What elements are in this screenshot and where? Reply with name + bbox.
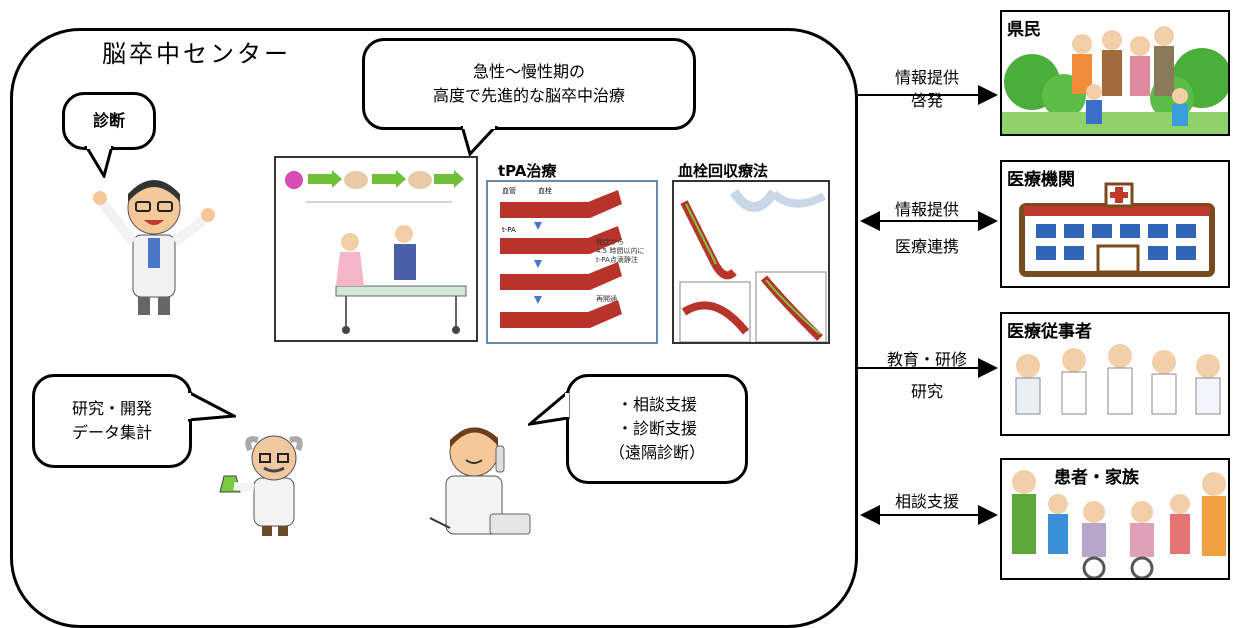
target-staff-box: 医療従事者: [1000, 312, 1230, 436]
treatment-text-line2: 高度で先進的な脳卒中治療: [432, 86, 625, 105]
diagnosis-bubble-tail: [84, 146, 114, 178]
target-institutions-title: 医療機関: [1007, 170, 1075, 190]
tpa-panel-label: tPA治療: [498, 162, 557, 180]
tpa-clot-label: 血栓: [538, 187, 552, 195]
diagnosis-bubble: 診断: [62, 92, 156, 150]
center-title: 脳卒中センター: [102, 40, 291, 68]
tpa-panel: 血管 血栓 t-PA 発症から 4.5 時間以内に t-PA点滴静注 再開通: [486, 180, 658, 344]
relation-public-line2: 啓発: [910, 91, 943, 111]
research-text-line2: データ集計: [71, 423, 152, 442]
target-staff-title: 医療従事者: [1007, 322, 1092, 342]
relation-arrows: [858, 85, 998, 525]
treatment-bubble-tail: [460, 126, 499, 156]
diagnosis-text: 診断: [92, 111, 125, 130]
patients-family-illustration: [1012, 470, 1226, 578]
citizens-illustration: [1002, 26, 1228, 134]
tpa-drug-label: t-PA: [502, 226, 516, 234]
thrombectomy-panel: [672, 180, 830, 344]
research-text-line1: 研究・開発: [71, 399, 152, 418]
relation-staff-line2: 研究: [910, 382, 943, 401]
emergency-panel: [274, 156, 478, 342]
target-patients-title: 患者・家族: [1054, 468, 1139, 488]
hospital-illustration: [1019, 182, 1215, 277]
support-bubble: ・相談支援 ・診断支援 （遠隔診断）: [566, 374, 748, 484]
relation-public-line1: 情報提供: [894, 68, 959, 87]
medical-staff-illustration: [1015, 344, 1221, 415]
tpa-note-line1: 発症から: [596, 238, 624, 246]
treatment-text-line1: 急性～慢性期の: [472, 62, 585, 81]
support-text-line1: ・相談支援: [616, 395, 697, 414]
treatment-bubble: 急性～慢性期の 高度で先進的な脳卒中治療: [362, 38, 696, 130]
target-public-title: 県民: [1007, 20, 1041, 40]
tpa-reopen-label: 再開通: [596, 295, 617, 303]
relation-label-staff: 教育・研修 研究: [862, 344, 992, 408]
support-text-line2: ・診断支援: [616, 419, 697, 438]
target-public-box: 県民: [1000, 10, 1230, 136]
relation-institutions-line1: 情報提供: [894, 200, 959, 219]
thrombectomy-panel-label: 血栓回収療法: [678, 162, 769, 180]
relation-institutions-line2: 医療連携: [894, 236, 959, 256]
tpa-vessels: [500, 190, 622, 328]
relation-label-public: 情報提供 啓発: [862, 66, 992, 112]
relation-staff-line1: 教育・研修: [886, 350, 967, 369]
tpa-note: 発症から 4.5 時間以内に t-PA点滴静注: [596, 238, 644, 265]
doctor-illustration: [93, 180, 215, 315]
target-institutions-box: 医療機関: [1000, 160, 1230, 288]
phone-doctor-illustration: [429, 427, 531, 535]
relation-label-patients: 相談支援: [862, 490, 992, 513]
research-bubble: 研究・開発 データ集計: [32, 374, 192, 468]
support-text-line3: （遠隔診断）: [608, 443, 705, 462]
target-patients-box: 患者・家族: [1000, 458, 1230, 580]
relation-patients-line1: 相談支援: [894, 492, 959, 511]
tpa-vessel-label: 血管: [502, 187, 516, 195]
research-bubble-tail: [188, 390, 236, 422]
relation-label-institutions: 情報提供 医療連携: [862, 192, 992, 266]
scientist-illustration: [219, 435, 303, 536]
tpa-note-line2: 4.5 時間以内に: [596, 247, 645, 256]
tpa-note-line3: t-PA点滴静注: [596, 256, 638, 265]
support-bubble-tail: [528, 388, 570, 426]
